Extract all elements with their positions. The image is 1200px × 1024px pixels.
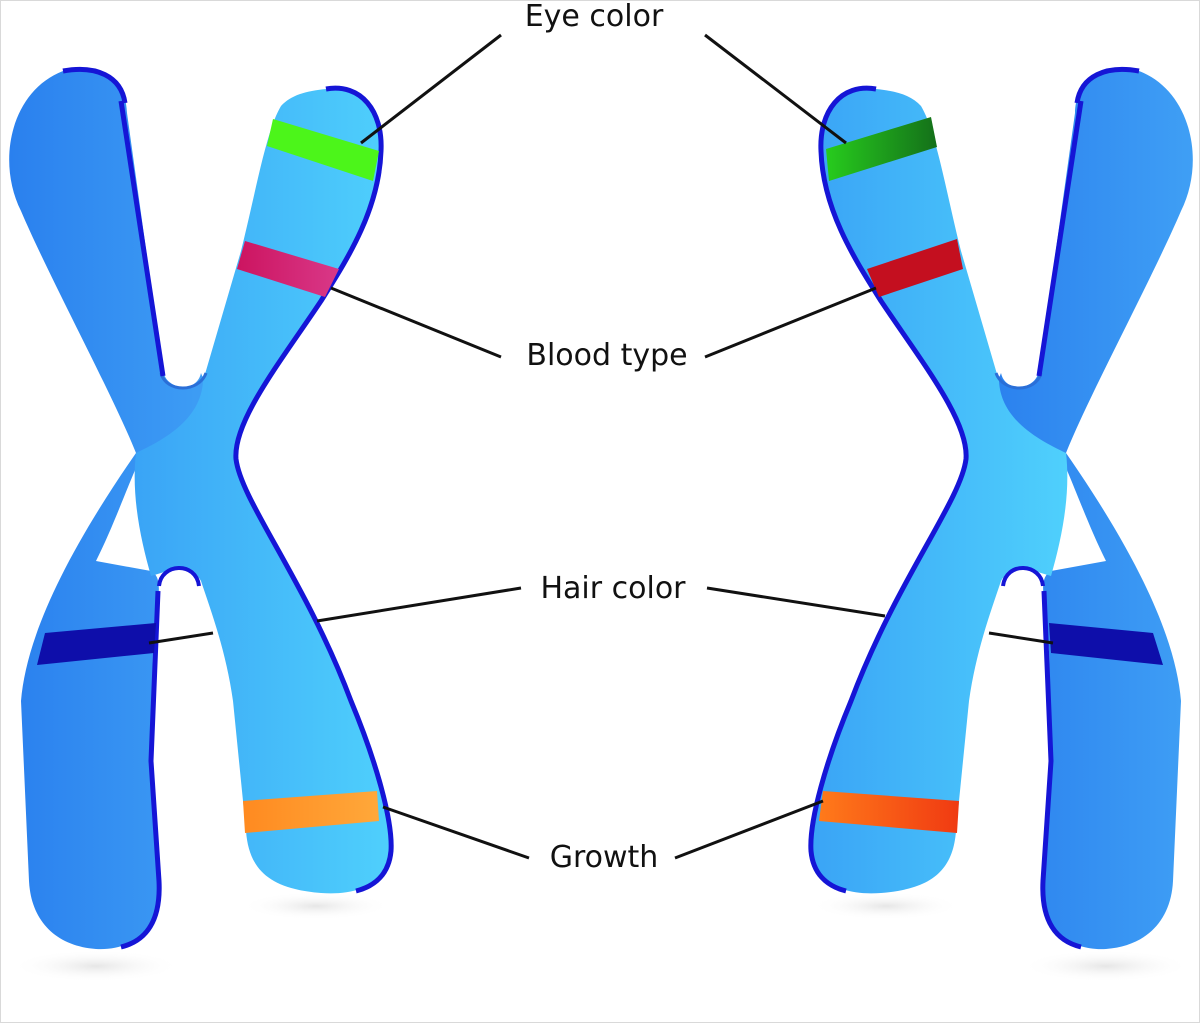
hair-color-leader-left: [316, 586, 522, 623]
right-chromatid-dark: [986, 67, 1193, 950]
right-chromosome: [808, 66, 1193, 950]
right-outline: [808, 85, 969, 894]
left-outline: [62, 66, 128, 104]
right-chromatid-light: [810, 88, 1068, 894]
leader-lines: [148, 33, 1054, 860]
growth-leader-right: [674, 799, 824, 860]
hair-color-leader-left-inner: [148, 631, 214, 645]
right-outline: [1040, 590, 1082, 950]
left-blood-type-band: [237, 241, 339, 297]
left-centromere-top: [159, 372, 208, 390]
right-blood-type-band: [867, 239, 963, 297]
eye-color-label: Eye color: [525, 1, 664, 34]
right-outline: [1074, 66, 1140, 104]
shadow: [811, 892, 961, 920]
hair-color-leader-right-inner: [988, 631, 1054, 645]
left-chromatid-dark: [9, 67, 216, 950]
right-centromere-bottom: [1001, 566, 1045, 587]
shadow: [11, 950, 181, 982]
blood-type-leader-left: [330, 286, 502, 359]
left-chromatid-light: [134, 88, 392, 894]
shadow: [1021, 950, 1191, 982]
right-eye-color-band: [826, 117, 937, 181]
hair-color-label: Hair color: [540, 571, 686, 606]
left-chromosome: [9, 66, 394, 950]
left-outline: [233, 85, 394, 894]
eye-color-leader-right: [704, 33, 847, 145]
left-eye-color-band: [267, 119, 379, 181]
left-outline: [118, 100, 166, 377]
right-growth-band: [819, 791, 959, 833]
left-hair-color-band: [37, 623, 156, 665]
left-outline: [120, 590, 162, 950]
growth-leader-left: [382, 805, 530, 860]
eye-color-leader-left: [360, 33, 502, 145]
blood-type-label: Blood type: [526, 338, 687, 373]
right-hair-color-band: [1049, 623, 1163, 665]
shadow: [241, 892, 391, 920]
hair-color-leader-right: [706, 586, 886, 618]
growth-label: Growth: [550, 840, 659, 875]
right-outline: [1036, 100, 1084, 377]
right-centromere-top: [994, 372, 1043, 390]
left-centromere-bottom: [157, 566, 201, 587]
blood-type-leader-right: [704, 286, 877, 359]
left-growth-band: [243, 791, 379, 833]
